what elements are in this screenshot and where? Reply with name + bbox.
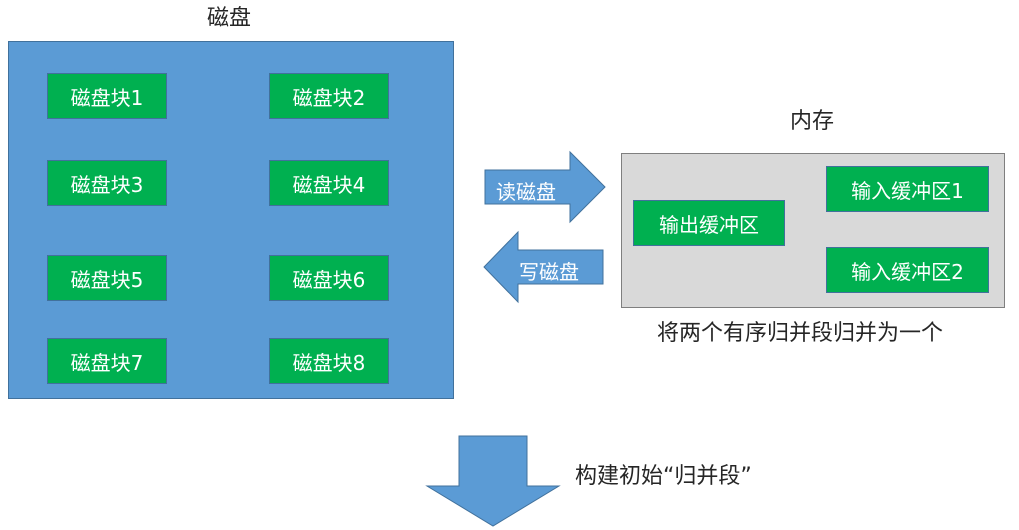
build-runs-arrow <box>425 435 561 527</box>
disk-block-3: 磁盘块3 <box>47 160 167 206</box>
memory-caption: 将两个有序归并段归并为一个 <box>657 321 944 346</box>
write-disk-label: 写磁盘 <box>519 260 579 284</box>
disk-block-1: 磁盘块1 <box>47 73 167 119</box>
memory-title: 内存 <box>790 109 835 134</box>
disk-block-2: 磁盘块2 <box>269 73 389 119</box>
input-buffer-2: 输入缓冲区2 <box>826 247 989 293</box>
write-arrow <box>483 230 604 304</box>
read-disk-label: 读磁盘 <box>496 180 556 204</box>
build-runs-caption: 构建初始“归并段” <box>575 464 752 489</box>
output-buffer: 输出缓冲区 <box>633 200 785 246</box>
disk-block-7: 磁盘块7 <box>47 338 167 384</box>
disk-block-8: 磁盘块8 <box>269 338 389 384</box>
input-buffer-1: 输入缓冲区1 <box>826 166 989 212</box>
read-arrow <box>484 150 606 224</box>
disk-block-5: 磁盘块5 <box>47 255 167 301</box>
disk-title: 磁盘 <box>207 6 252 31</box>
disk-block-4: 磁盘块4 <box>269 160 389 206</box>
disk-block-6: 磁盘块6 <box>269 255 389 301</box>
